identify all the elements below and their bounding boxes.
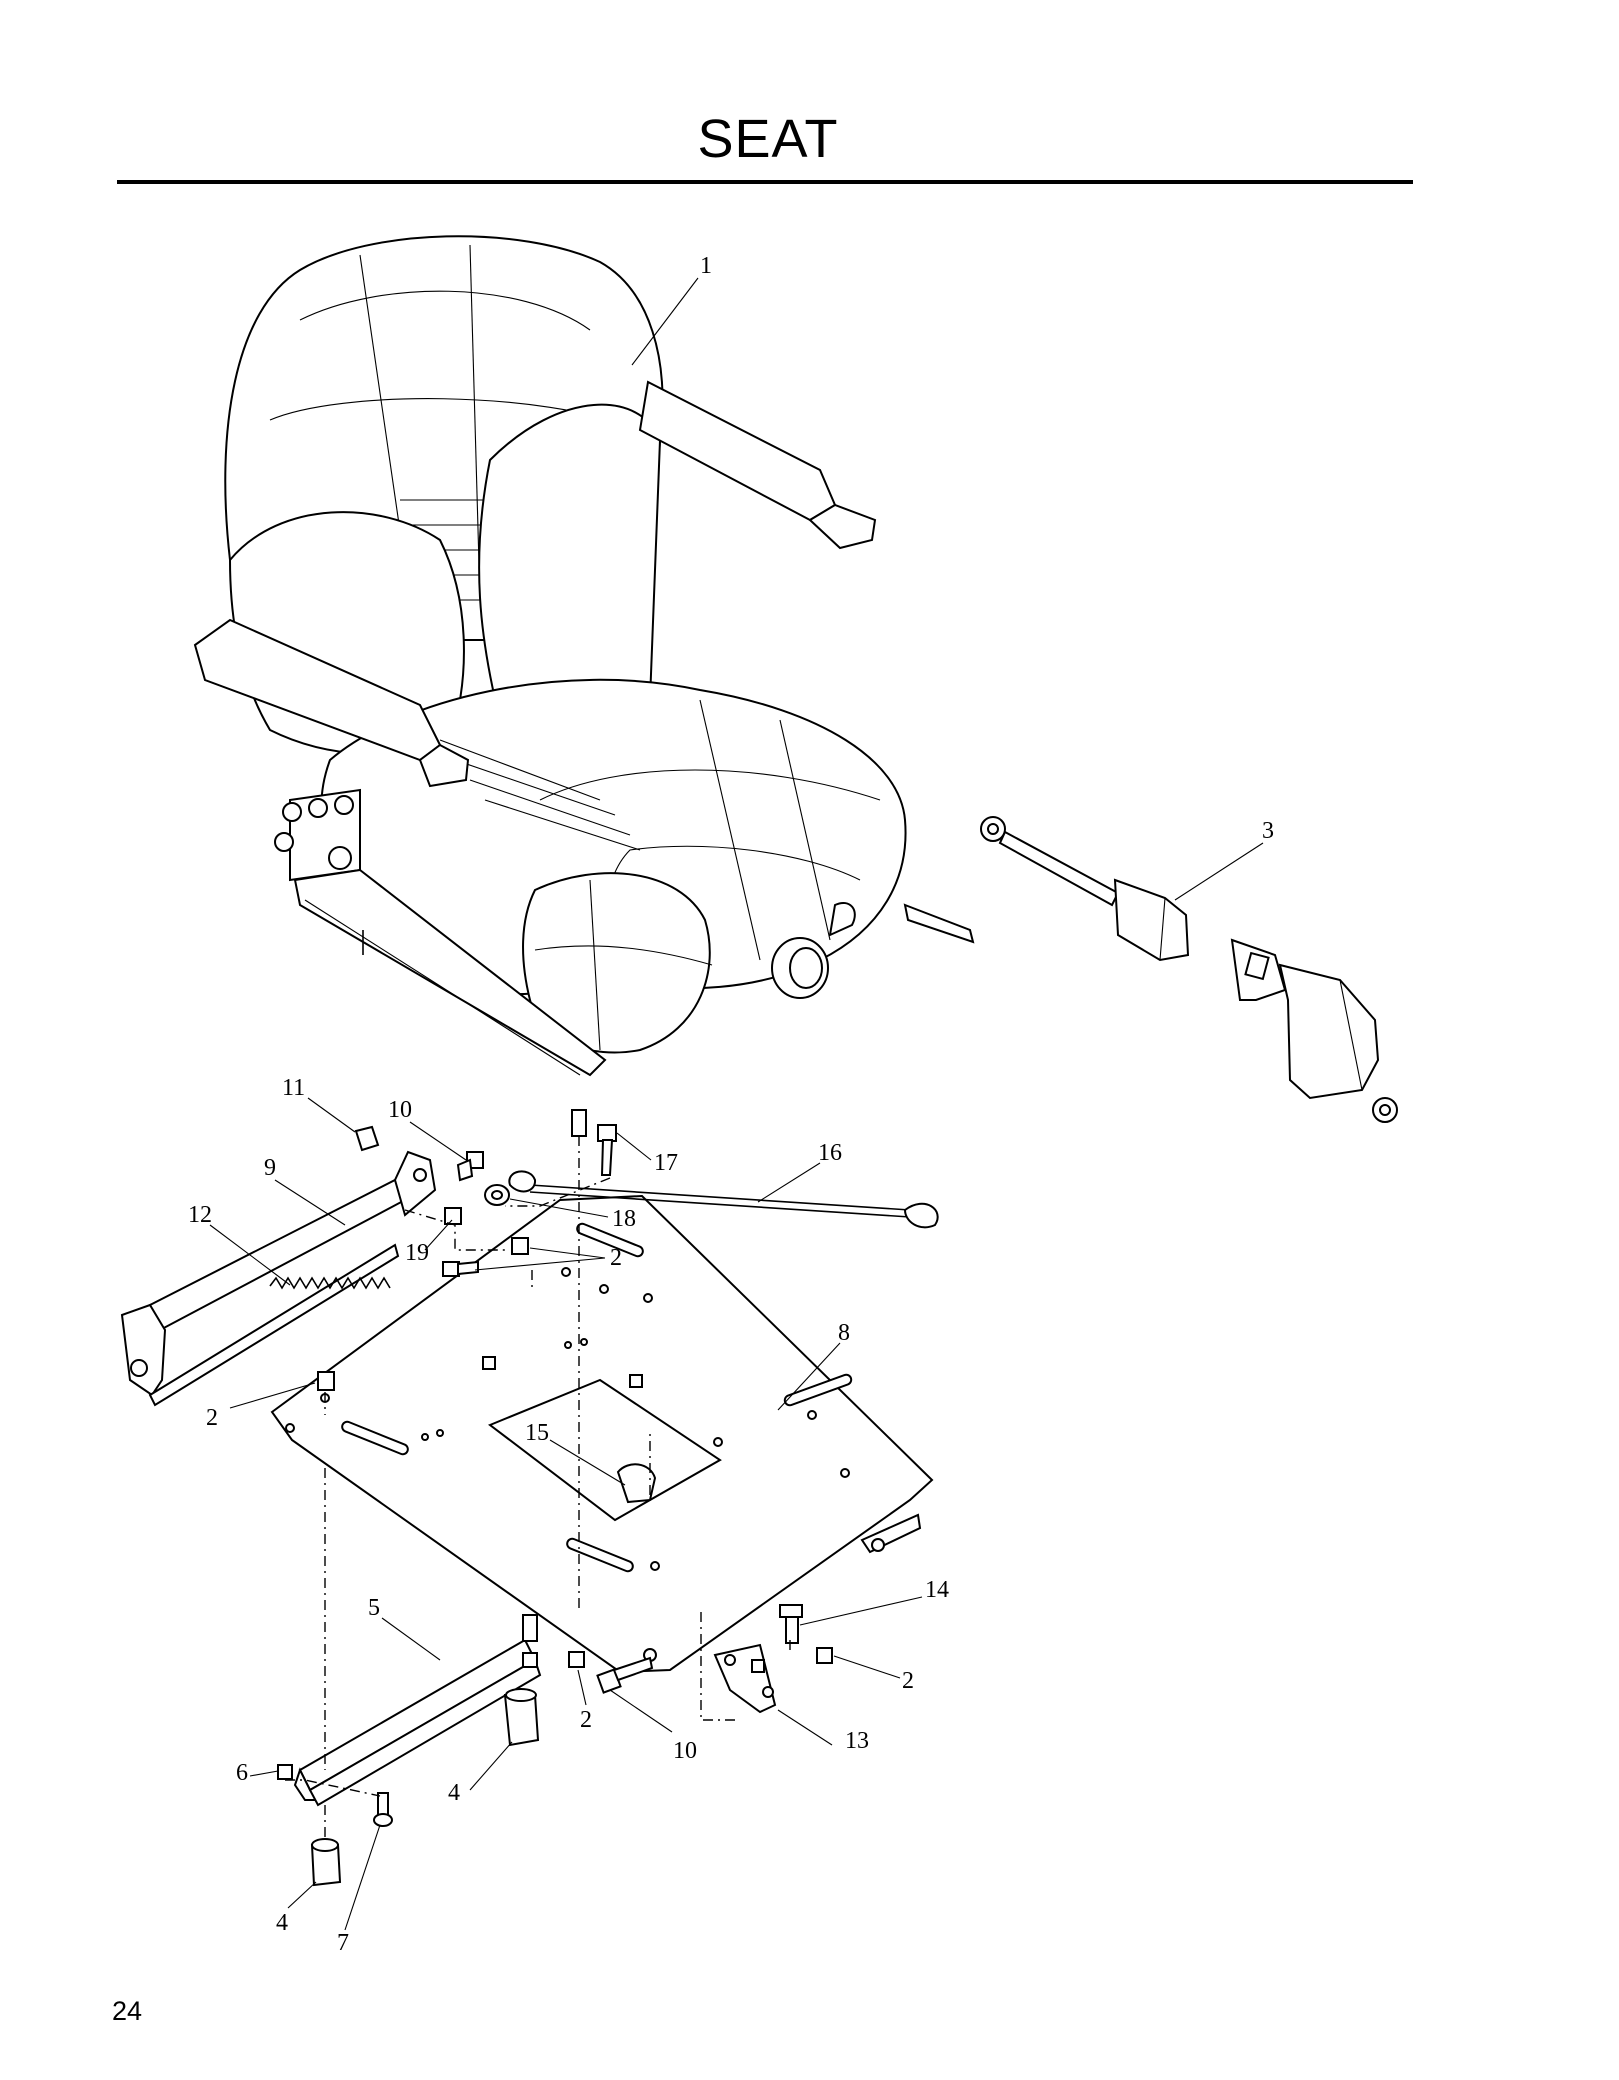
bracket-and-spring	[120, 1125, 437, 1407]
callout-3: 3	[1262, 818, 1274, 844]
callout-2-left: 2	[206, 1405, 218, 1431]
callout-14: 14	[925, 1577, 949, 1603]
page-number: 24	[112, 1996, 143, 2026]
callout-2-center: 2	[580, 1707, 592, 1733]
assembly-center-lines	[285, 1136, 791, 1840]
seat-pan-plate	[270, 1194, 934, 1674]
leader-lines	[209, 277, 1264, 1931]
callout-17: 17	[654, 1150, 678, 1176]
callout-2-top: 2	[610, 1245, 622, 1271]
callout-4-right: 4	[448, 1780, 460, 1806]
callout-6: 6	[236, 1760, 248, 1786]
title-rule	[117, 180, 1413, 184]
callout-2-right: 2	[902, 1668, 914, 1694]
callout-1: 1	[700, 253, 712, 279]
callout-labels: 1 3 11 10 17 16 9 18 12 19 2 8 2 15 14 5…	[188, 253, 1274, 1956]
callout-10-lower: 10	[673, 1738, 697, 1764]
cable	[508, 1170, 939, 1229]
seat-belt-assembly	[980, 816, 1398, 1123]
callout-4-bottom: 4	[276, 1910, 288, 1936]
callout-10-upper: 10	[388, 1097, 412, 1123]
callout-9: 9	[264, 1155, 276, 1181]
callout-5: 5	[368, 1595, 380, 1621]
seat-assembly	[193, 235, 975, 1137]
rails-and-mounts	[277, 1604, 833, 1887]
callout-18: 18	[612, 1206, 636, 1232]
callout-11: 11	[282, 1075, 305, 1101]
callout-7: 7	[337, 1930, 349, 1956]
callout-12: 12	[188, 1202, 212, 1228]
callout-13: 13	[845, 1728, 869, 1754]
page-title: SEAT	[697, 109, 839, 169]
callout-19: 19	[405, 1240, 429, 1266]
callout-15: 15	[525, 1420, 549, 1446]
callout-16: 16	[818, 1140, 842, 1166]
callout-8: 8	[838, 1320, 850, 1346]
hardware	[317, 1124, 657, 1504]
